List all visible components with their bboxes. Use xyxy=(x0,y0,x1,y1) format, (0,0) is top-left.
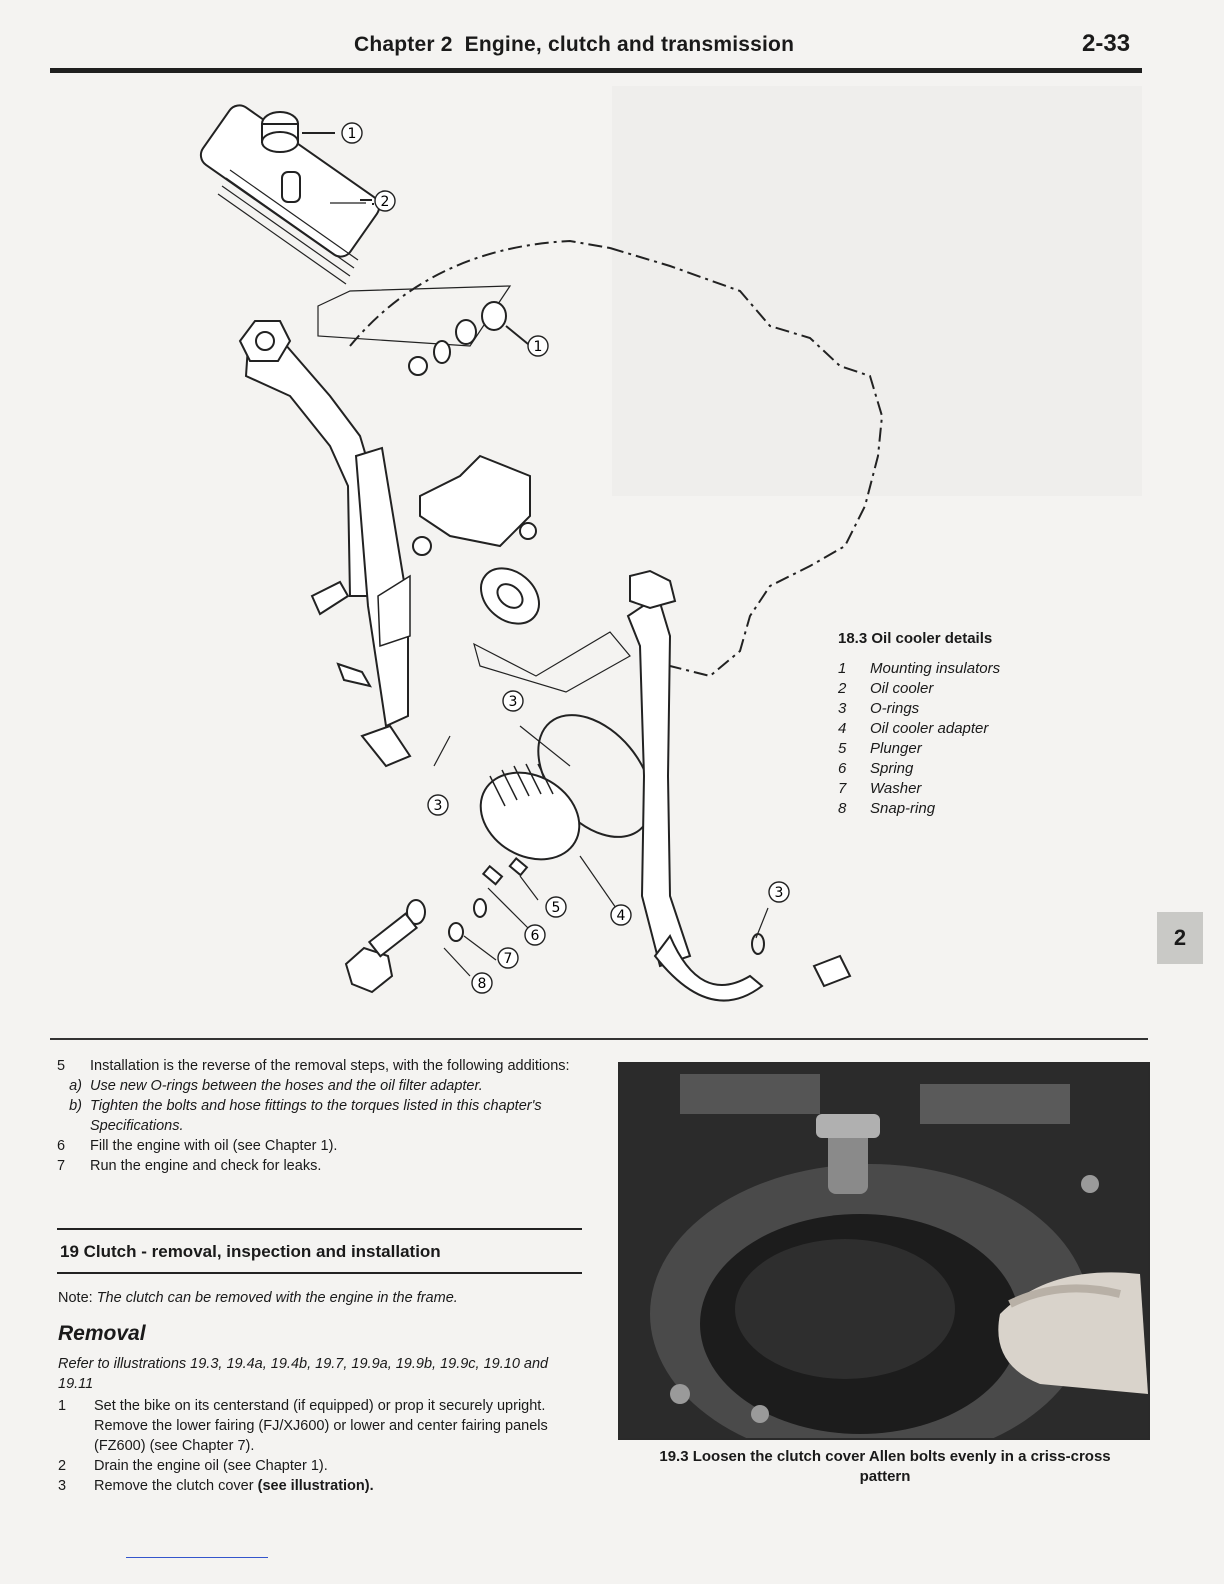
chapter-header: Chapter 2 Engine, clutch and transmission xyxy=(354,33,794,57)
callout-4: 4 xyxy=(617,908,626,924)
step-number: 1 xyxy=(58,1398,67,1414)
step-number: 5 xyxy=(57,1058,66,1074)
sub-step-b: b) Tighten the bolts and hose fittings to… xyxy=(57,1096,584,1136)
step-text: Set the bike on its centerstand (if equi… xyxy=(94,1398,548,1454)
illustration-references: Refer to illustrations 19.3, 19.4a, 19.4… xyxy=(58,1356,549,1392)
caption-item-num: 7 xyxy=(838,780,847,797)
caption-item-label: O-rings xyxy=(870,700,920,717)
caption-item: 4 Oil cooler adapter xyxy=(838,719,1078,739)
step-number: 2 xyxy=(58,1458,67,1474)
caption-item: 6 Spring xyxy=(838,759,1078,779)
photo-caption: 19.3 Loosen the clutch cover Allen bolts… xyxy=(659,1448,1111,1485)
note: Note: The clutch can be removed with the… xyxy=(58,1290,458,1306)
sub-step-text: Tighten the bolts and hose fittings to t… xyxy=(90,1098,542,1134)
oil-cooler-diagram: 1 2 1 3 3 4 5 6 7 8 3 xyxy=(199,104,884,1002)
step-text: Remove the clutch cover xyxy=(94,1478,254,1494)
header-rule xyxy=(50,68,1142,73)
caption-item: 1 Mounting insulators xyxy=(838,659,1078,679)
caption-item-label: Mounting insulators xyxy=(870,660,1001,677)
clutch-cover-photo xyxy=(618,1062,1150,1440)
callout-2: 2 xyxy=(381,194,390,210)
step-2: 2 Drain the engine oil (see Chapter 1). xyxy=(58,1456,584,1476)
sub-step-text: Use new O-rings between the hoses and th… xyxy=(90,1078,483,1094)
callout-8: 8 xyxy=(478,976,487,992)
callout-7: 7 xyxy=(504,951,513,967)
step-text: Installation is the reverse of the remov… xyxy=(90,1058,570,1074)
caption-item-num: 1 xyxy=(838,660,847,677)
bottom-link-line xyxy=(126,1557,268,1558)
callout-5: 5 xyxy=(552,900,561,916)
bleedthrough-area xyxy=(612,86,1142,496)
caption-item: 3 O-rings xyxy=(838,699,1078,719)
caption-item-num: 5 xyxy=(838,740,847,757)
note-label: Note: xyxy=(58,1290,93,1306)
step-7: 7 Run the engine and check for leaks. xyxy=(57,1156,584,1176)
removal-steps: 1 Set the bike on its centerstand (if equ… xyxy=(58,1396,584,1496)
photo-image xyxy=(620,1064,1148,1438)
section-title: 19 Clutch - removal, inspection and inst… xyxy=(60,1242,441,1261)
diagram-caption-title: 18.3 Oil cooler details xyxy=(838,630,993,647)
caption-item-label: Snap-ring xyxy=(870,800,936,817)
section-rule-bottom xyxy=(57,1272,582,1274)
section-divider xyxy=(50,1038,1148,1040)
chapter-title: Engine, clutch and transmission xyxy=(464,33,795,56)
callout-6: 6 xyxy=(531,928,540,944)
section-rule-top xyxy=(57,1228,582,1230)
removal-heading: Removal xyxy=(58,1322,146,1345)
step-text: Run the engine and check for leaks. xyxy=(90,1158,322,1174)
installation-steps: 5 Installation is the reverse of the remo… xyxy=(57,1056,584,1176)
step-number: 7 xyxy=(57,1158,66,1174)
note-text: The clutch can be removed with the engin… xyxy=(96,1290,458,1306)
sub-step-letter: a) xyxy=(69,1078,82,1094)
caption-item: 5 Plunger xyxy=(838,739,1078,759)
callout-3-left: 3 xyxy=(434,798,443,814)
caption-item: 2 Oil cooler xyxy=(838,679,1078,699)
step-6: 6 Fill the engine with oil (see Chapter 1… xyxy=(57,1136,584,1156)
caption-item-num: 6 xyxy=(838,760,847,777)
sub-step-letter: b) xyxy=(69,1098,82,1114)
chapter-thumb-tab: 2 xyxy=(1157,912,1203,964)
caption-item-num: 3 xyxy=(838,700,847,717)
caption-item-num: 2 xyxy=(838,680,847,697)
step-number: 3 xyxy=(58,1478,67,1494)
callout-1-top: 1 xyxy=(348,126,357,142)
caption-item-label: Oil cooler xyxy=(870,680,934,697)
caption-item-label: Washer xyxy=(870,780,922,797)
sub-step-a: a) Use new O-rings between the hoses and … xyxy=(57,1076,584,1096)
caption-item-label: Plunger xyxy=(870,740,922,757)
diagram-caption: 18.3 Oil cooler details 1 Mounting insula… xyxy=(838,630,1078,819)
page-number: 2-33 xyxy=(1082,30,1131,57)
step-text: Drain the engine oil (see Chapter 1). xyxy=(94,1458,328,1474)
chapter-label: Chapter 2 xyxy=(354,33,453,56)
caption-item-label: Spring xyxy=(870,760,914,777)
callout-1-mid: 1 xyxy=(534,339,543,355)
step-text: Fill the engine with oil (see Chapter 1)… xyxy=(90,1138,338,1154)
callout-3-right: 3 xyxy=(775,885,784,901)
caption-item-label: Oil cooler adapter xyxy=(870,720,989,737)
caption-item-num: 4 xyxy=(838,720,847,737)
callout-3-upper: 3 xyxy=(509,694,518,710)
caption-item: 7 Washer xyxy=(838,779,1078,799)
caption-item-num: 8 xyxy=(838,800,847,817)
step-1: 1 Set the bike on its centerstand (if equ… xyxy=(58,1396,584,1456)
step-3: 3 Remove the clutch cover (see illustrati… xyxy=(58,1476,584,1496)
step-5: 5 Installation is the reverse of the remo… xyxy=(57,1056,584,1076)
step-number: 6 xyxy=(57,1138,66,1154)
illustration-link[interactable]: (see illustration). xyxy=(257,1478,374,1494)
caption-item: 8 Snap-ring xyxy=(838,799,1078,819)
